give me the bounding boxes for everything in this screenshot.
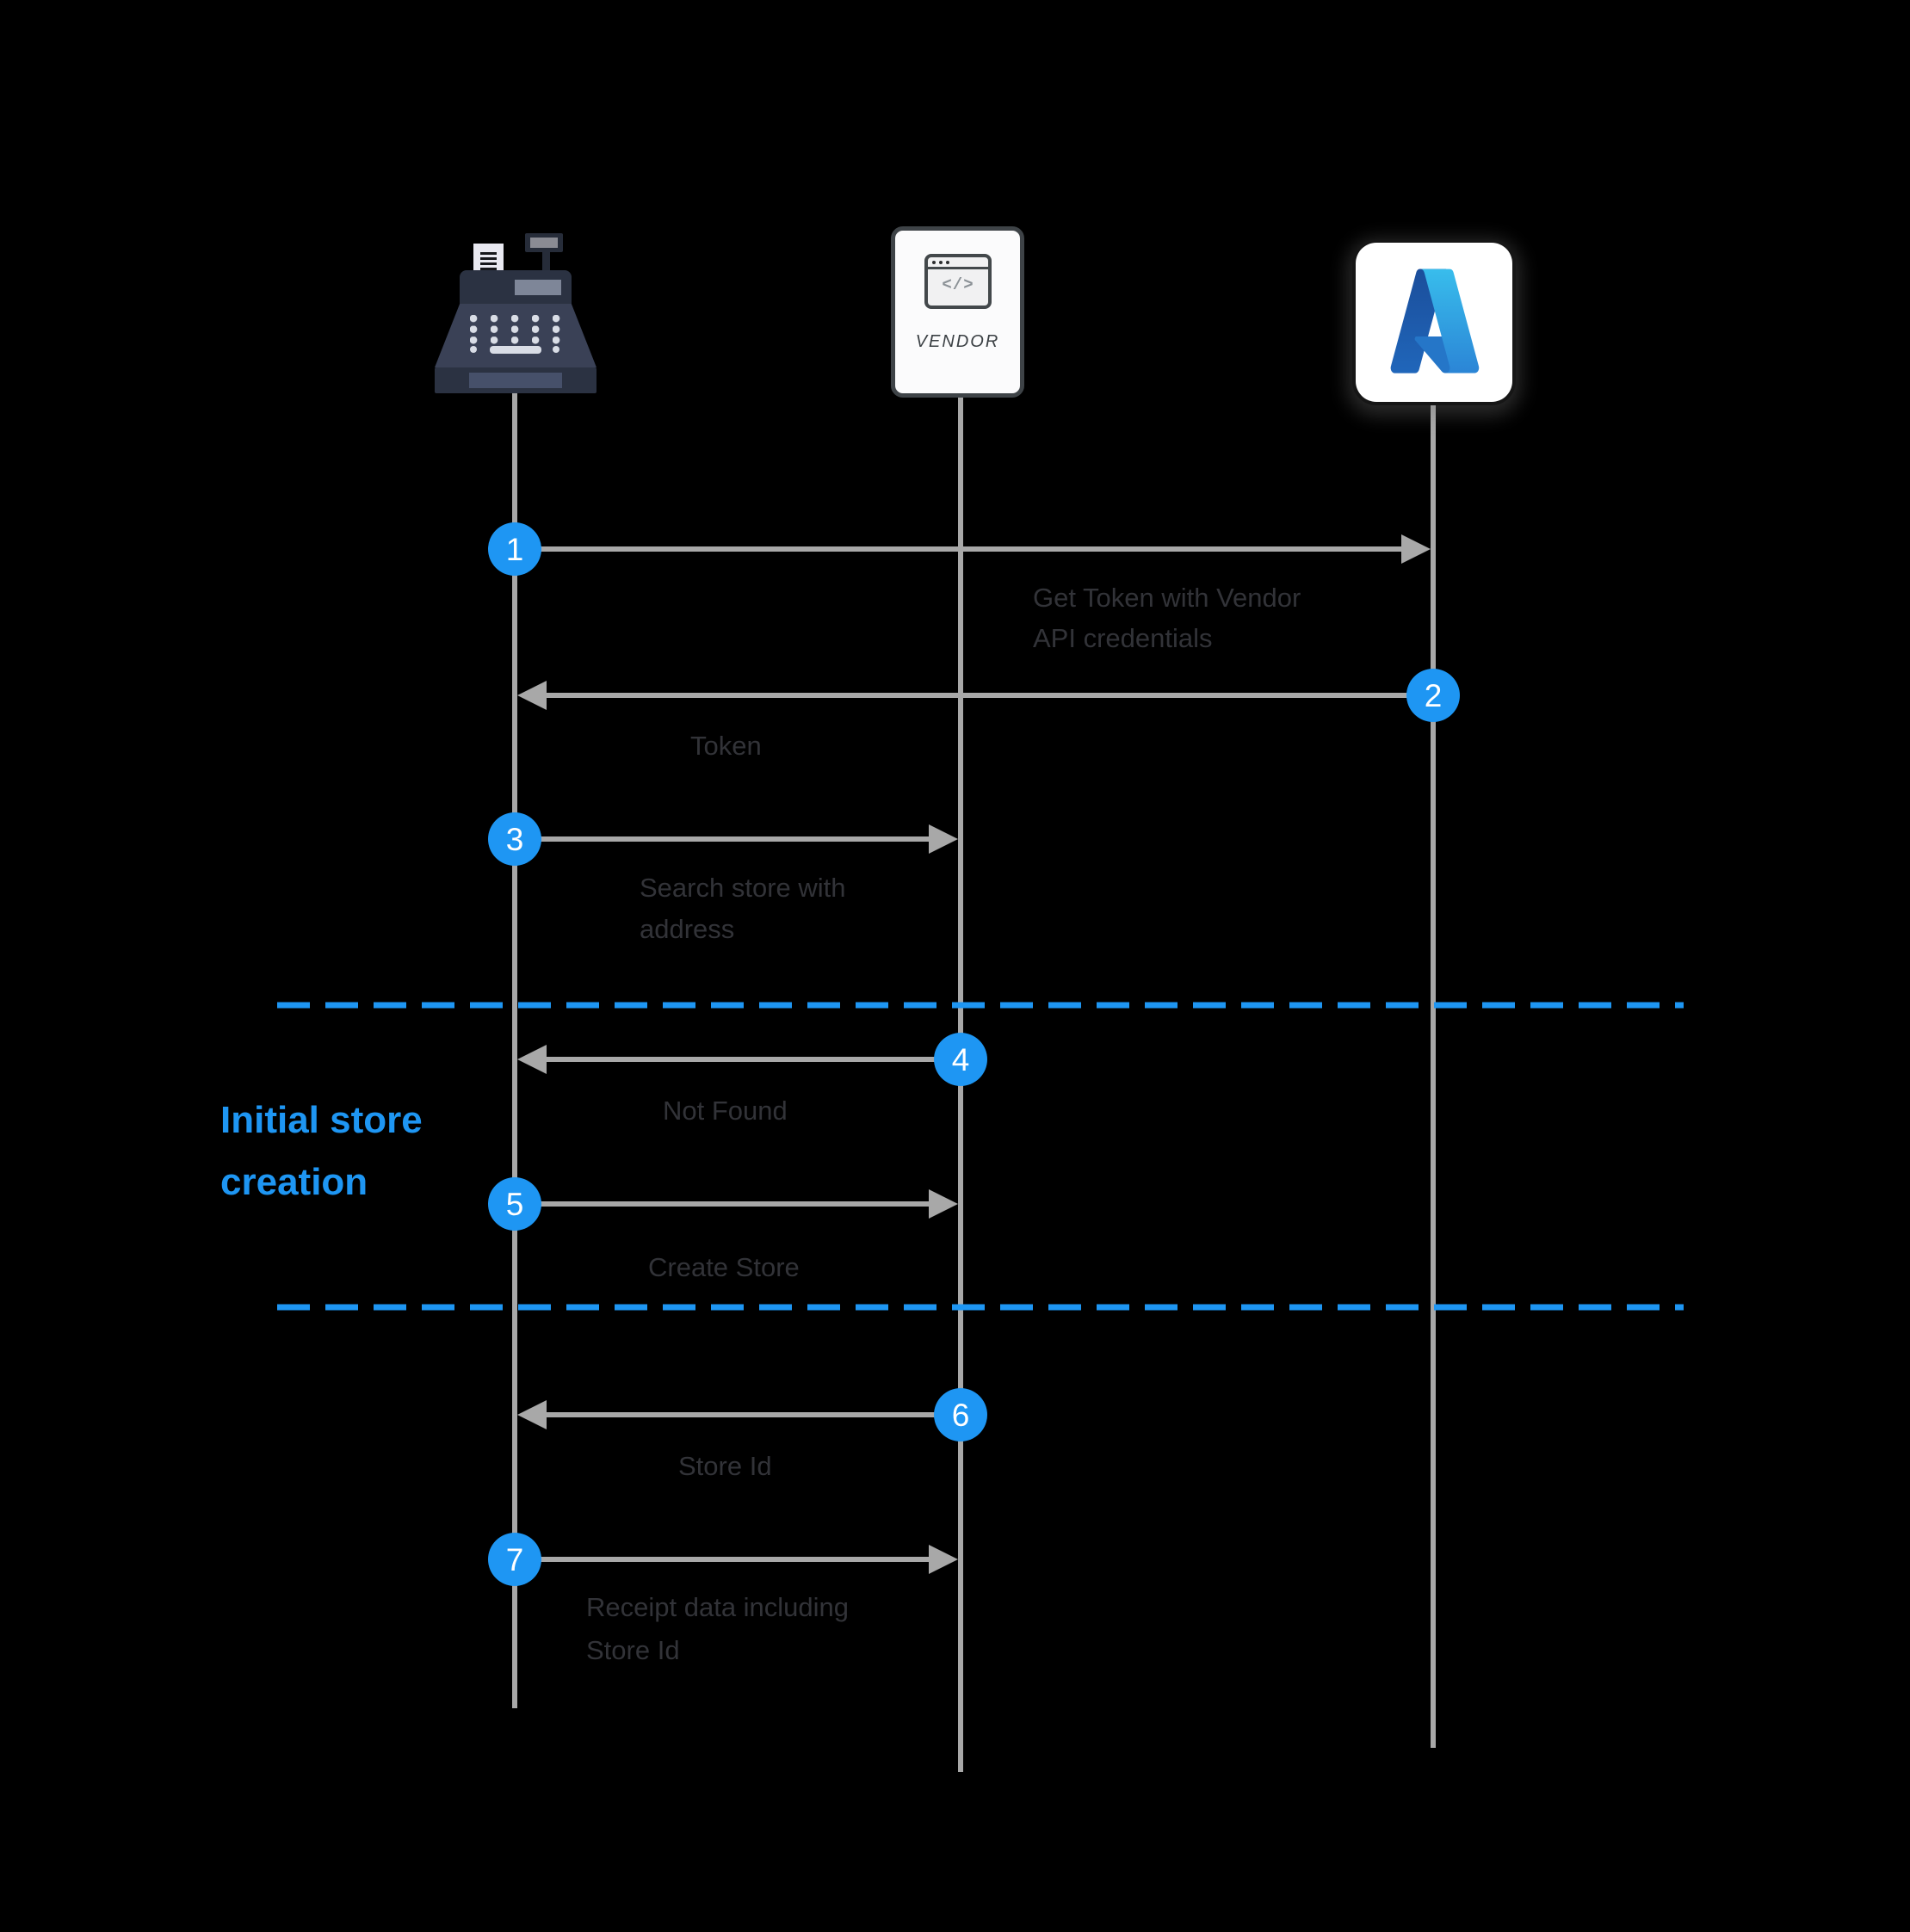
code-browser-icon: </> (924, 254, 992, 309)
message-badge-6: 6 (934, 1388, 987, 1441)
azure-icon (1390, 269, 1480, 373)
message-label-5: Create Store (648, 1252, 800, 1282)
message-arrow-3 (515, 824, 958, 854)
message-arrow-7 (515, 1545, 958, 1574)
message-badge-2: 2 (1406, 669, 1460, 722)
register-drawer (435, 367, 596, 393)
code-glyph: </> (942, 275, 974, 294)
message-label-7: Receipt data including Store Id (586, 1592, 850, 1665)
message-label-1: Get Token with Vendor API credentials (1033, 583, 1301, 653)
register-keypad (435, 304, 596, 367)
register-printer-housing (460, 270, 572, 305)
message-badge-3: 3 (488, 812, 541, 866)
message-label-2: Token (690, 731, 762, 761)
message-arrow-5 (515, 1189, 958, 1219)
message-label-4: Not Found (663, 1096, 788, 1126)
cash-register-icon (435, 233, 596, 393)
message-arrow-2 (517, 681, 1433, 710)
register-display (525, 233, 563, 252)
vendor-actor-card: </> VENDOR (891, 226, 1024, 398)
message-label-3: Search store with address (640, 873, 846, 944)
section-label-initial-store-creation: Initial store creation (220, 1099, 423, 1203)
message-badge-4: 4 (934, 1033, 987, 1086)
message-badge-1: 1 (488, 522, 541, 576)
message-arrow-6 (517, 1400, 961, 1429)
message-label-6: Store Id (678, 1451, 772, 1481)
message-arrow-4 (517, 1045, 961, 1074)
azure-actor-card (1356, 243, 1512, 402)
message-badge-7: 7 (488, 1533, 541, 1586)
vendor-label: VENDOR (915, 332, 1000, 351)
message-arrow-1 (515, 534, 1431, 564)
message-badge-5: 5 (488, 1177, 541, 1231)
